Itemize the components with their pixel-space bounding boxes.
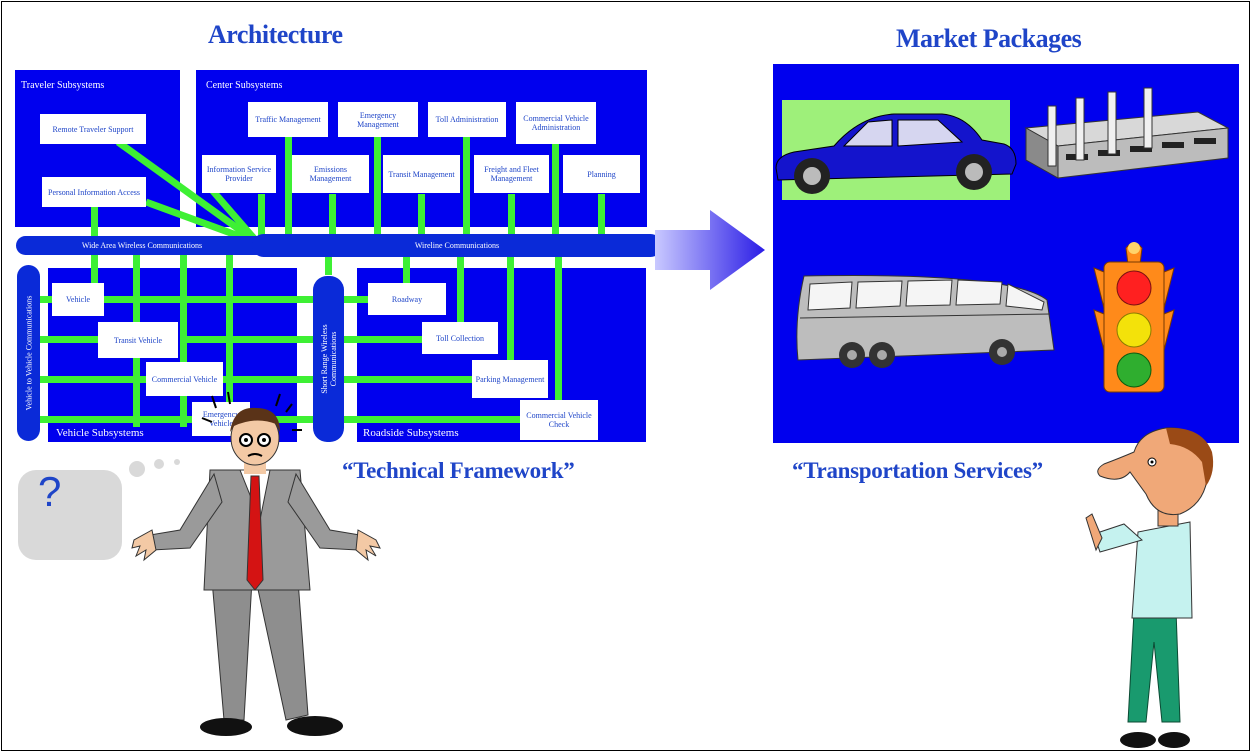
link-short-range (325, 255, 332, 275)
link-emergency-mgmt (374, 133, 381, 238)
emissions-management-box: Emissions Management (292, 155, 369, 193)
toll-collection-box: Toll Collection (422, 322, 498, 354)
vehicle-subsystems-label: Vehicle Subsystems (56, 427, 144, 439)
link-h-transit-right (180, 336, 326, 343)
right-arrow (655, 210, 765, 290)
link-h-cv-check (338, 416, 520, 423)
center-subsystems-label: Center Subsystems (206, 80, 283, 91)
traffic-light-icon (1093, 242, 1175, 393)
short-range-wireless-bus: Short Range Wireless Communications (313, 276, 344, 442)
confused-man-illustration (131, 391, 381, 736)
link-traffic (285, 133, 292, 238)
personal-information-access-box: Personal Information Access (42, 177, 146, 207)
link-h-toll-collection (338, 336, 422, 343)
car-icon (775, 100, 1017, 200)
link-h-commercial-right (206, 376, 326, 383)
link-h-emergency (40, 416, 192, 423)
link-toll-collection (457, 255, 464, 327)
commercial-vehicle-check-box: Commercial Vehicle Check (520, 400, 598, 440)
link-h-emergency-right (250, 416, 326, 423)
link-h-parking (338, 376, 472, 383)
link-h-commercial (40, 376, 146, 383)
wireline-bus: Wireline Communications (252, 234, 662, 257)
traveler-subsystems-label: Traveler Subsystems (21, 80, 105, 91)
commercial-vehicle-box: Commercial Vehicle (146, 362, 223, 396)
link-transit-mgmt (418, 194, 425, 238)
pointing-man-illustration (1085, 427, 1214, 748)
link-freight (508, 194, 515, 238)
market-packages-heading: Market Packages (896, 24, 1082, 53)
link-cv-check (555, 255, 562, 403)
vehicle-to-vehicle-bus: Vehicle to Vehicle Communications (17, 265, 40, 441)
link-roadway (403, 255, 410, 285)
link-cv-admin (552, 133, 559, 238)
link-parking (507, 255, 514, 371)
link-toll-admin (463, 133, 470, 238)
vehicle-to-vehicle-label: Vehicle to Vehicle Communications (24, 295, 33, 411)
parking-management-box: Parking Management (472, 360, 548, 398)
thought-bubble (18, 459, 180, 560)
wide-area-wireless-bus: Wide Area Wireless Communications (16, 236, 268, 255)
commercial-vehicle-administration-box: Commercial Vehicle Administration (516, 102, 596, 144)
remote-traveler-support-box: Remote Traveler Support (40, 114, 146, 144)
toll-administration-box: Toll Administration (428, 102, 506, 137)
freight-fleet-management-box: Freight and Fleet Management (474, 155, 549, 193)
information-service-provider-box: Information Service Provider (202, 155, 276, 193)
transit-vehicle-box: Transit Vehicle (98, 322, 178, 358)
transit-management-box: Transit Management (383, 155, 460, 193)
traffic-management-box: Traffic Management (248, 102, 328, 137)
roadway-box: Roadway (368, 283, 446, 315)
link-planning (598, 194, 605, 238)
bus-icon (796, 275, 1055, 368)
building-icon (1024, 87, 1230, 179)
technical-framework-caption: “Technical Framework” (342, 458, 575, 483)
transportation-services-caption: “Transportation Services” (792, 458, 1043, 483)
architecture-heading: Architecture (208, 20, 343, 49)
roadside-subsystems-label: Roadside Subsystems (363, 427, 459, 439)
vehicle-box: Vehicle (52, 283, 104, 316)
planning-box: Planning (563, 155, 640, 193)
question-mark: ? (38, 468, 62, 515)
link-h-transit (40, 336, 100, 343)
emergency-management-box: Emergency Management (338, 102, 418, 137)
link-h-roadway (338, 296, 368, 303)
link-emissions (329, 194, 336, 238)
link-h-vehicle-right (104, 296, 326, 303)
link-isp (258, 194, 265, 238)
